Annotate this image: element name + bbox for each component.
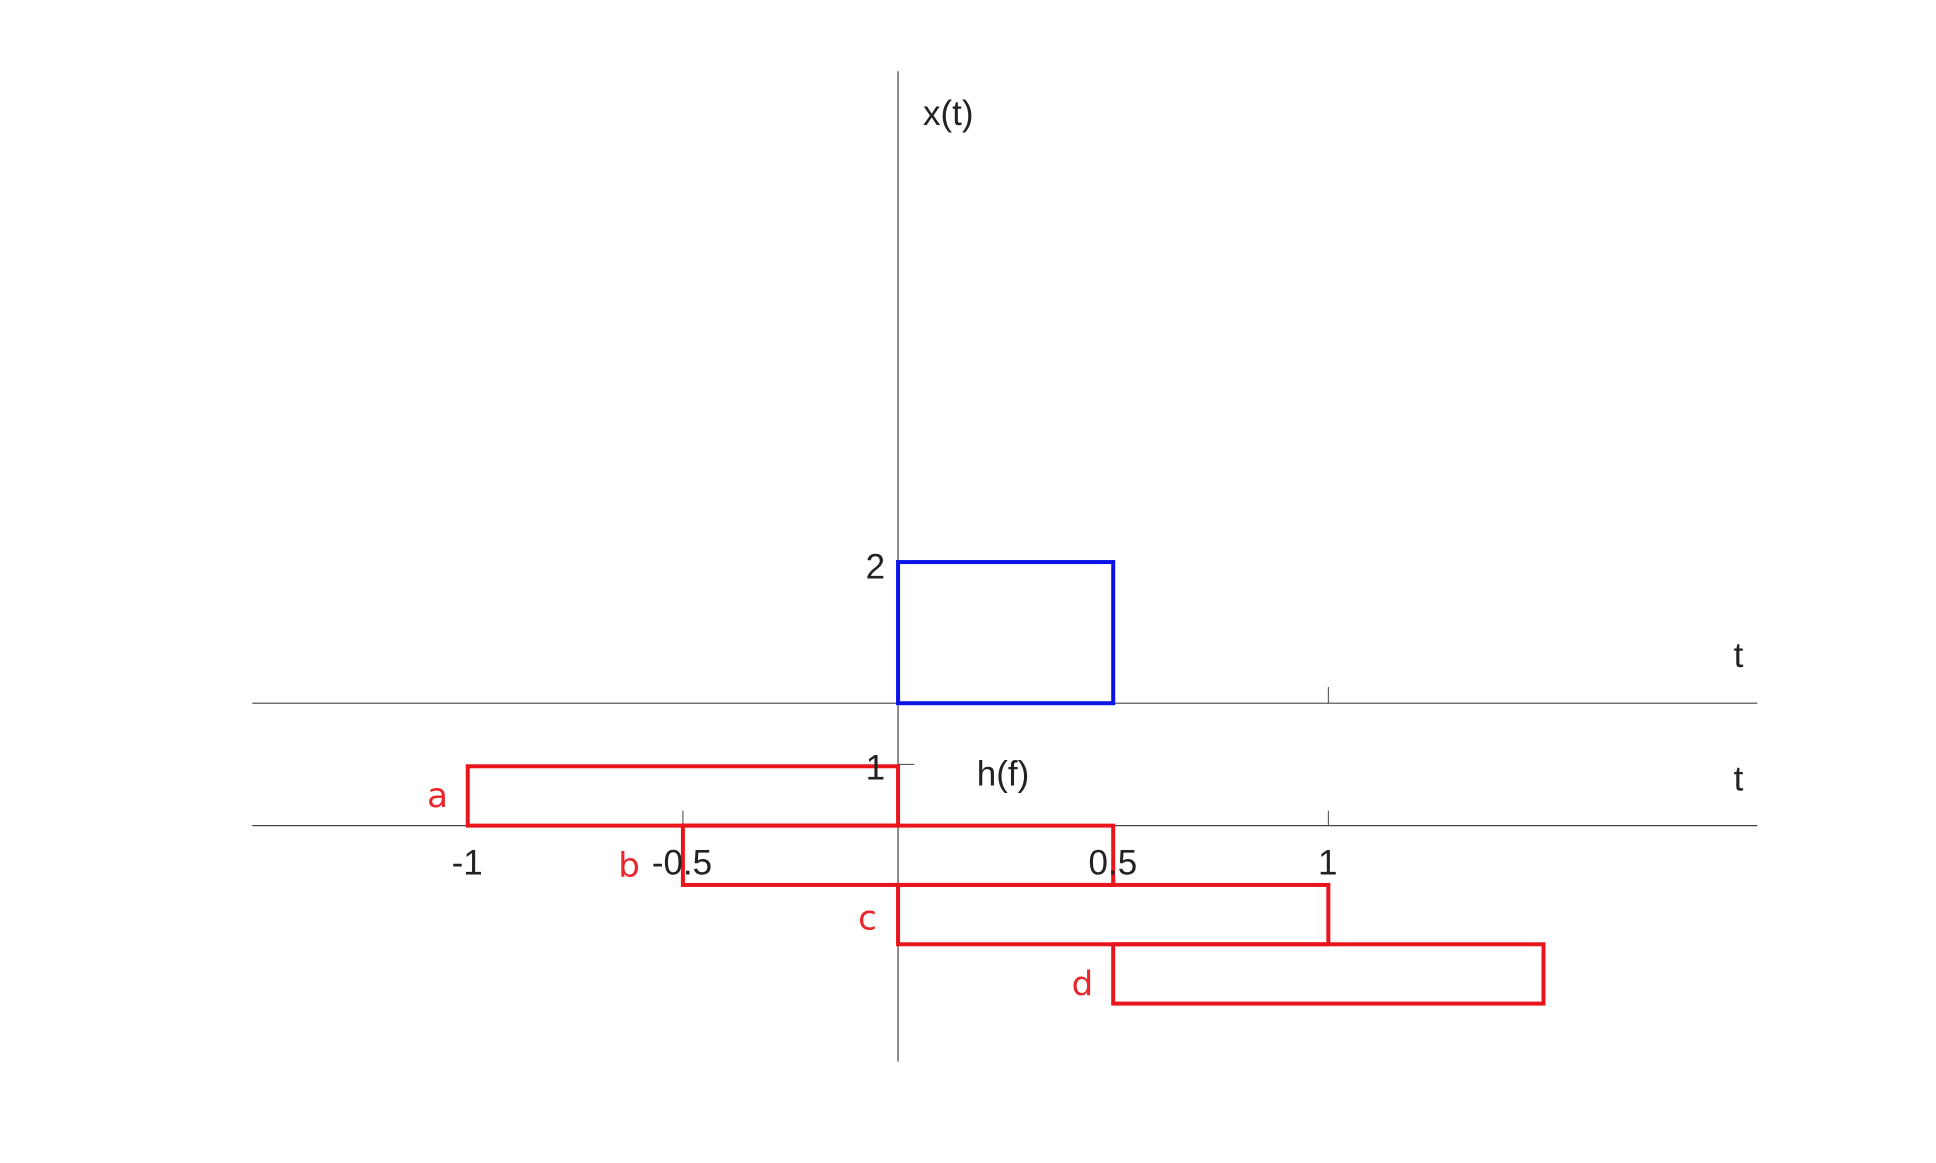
box-label-b: b [618, 846, 640, 886]
h-signal-axis-label: h(f) [977, 755, 1029, 794]
x-amplitude-tick-label: 2 [866, 547, 885, 586]
h-amplitude-tick-label: 1 [866, 748, 885, 787]
top-time-axis-label: t [1734, 636, 1744, 675]
shifted-box-c [896, 882, 1331, 947]
x-tick-label-neg1: -1 [452, 843, 483, 882]
x-tick-label-1: 1 [1318, 843, 1337, 882]
shifted-h-boxes [465, 764, 1546, 1006]
x-tick-label-neg05: -0.5 [652, 843, 712, 882]
x-signal-pulse [896, 560, 1116, 706]
box-label-c: c [858, 898, 877, 938]
shifted-box-d [1111, 942, 1546, 1006]
bottom-time-axis-label: t [1734, 760, 1744, 799]
x-tick-label-05: 0.5 [1089, 843, 1138, 882]
x-signal-axis-label: x(t) [923, 94, 974, 133]
box-label-a: a [427, 776, 448, 816]
box-label-d: d [1072, 964, 1094, 1004]
